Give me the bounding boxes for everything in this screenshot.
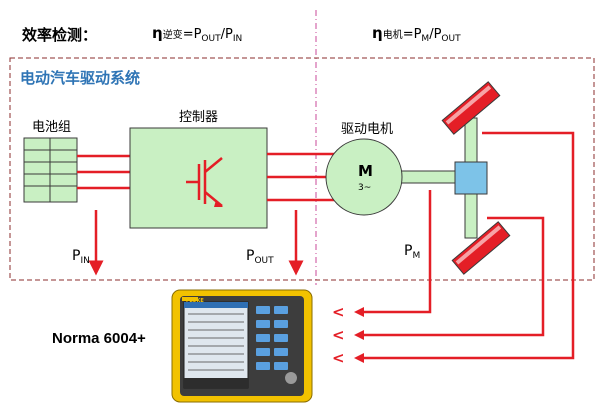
system-title: 电动汽车驱动系统 bbox=[20, 69, 141, 87]
formula-subscript-label: 逆变 bbox=[162, 30, 183, 41]
efficiency-title: 效率检测： bbox=[22, 26, 98, 44]
controller-label: 控制器 bbox=[179, 110, 219, 125]
motor-symbol: M bbox=[358, 162, 373, 180]
battery-pack bbox=[23, 137, 78, 203]
measurement-lines bbox=[362, 131, 575, 360]
wheel-top bbox=[441, 81, 501, 135]
dc-wires bbox=[77, 154, 130, 190]
wheel-bottom bbox=[451, 221, 511, 275]
inverter-efficiency-formula: η逆变=POUT/PIN bbox=[152, 24, 243, 44]
formula-subscript-label: 电机 bbox=[382, 30, 403, 41]
pin-label: PIN bbox=[72, 248, 90, 266]
eta-symbol: η bbox=[372, 24, 383, 42]
eta-symbol: η bbox=[152, 24, 163, 42]
battery-label: 电池组 bbox=[32, 120, 72, 135]
analyzer-name: Norma 6004+ bbox=[52, 330, 146, 347]
pout-label: POUT bbox=[246, 248, 274, 266]
igbt-icon bbox=[186, 157, 223, 207]
input-arrow-3: < bbox=[332, 349, 345, 367]
system-boundary bbox=[9, 57, 595, 281]
motor-phase-label: 3~ bbox=[358, 183, 372, 193]
analyzer-brand: FLUKE bbox=[186, 298, 204, 304]
controller-box bbox=[129, 127, 268, 229]
pm-label: PM bbox=[404, 243, 421, 261]
ac-wires bbox=[267, 152, 346, 202]
motor-efficiency-formula: η电机=PM/POUT bbox=[372, 24, 461, 44]
gearbox bbox=[454, 161, 488, 195]
motor-label: 驱动电机 bbox=[341, 122, 394, 137]
input-arrow-1: < bbox=[332, 303, 345, 321]
power-analyzer-device bbox=[171, 289, 313, 403]
input-arrow-2: < bbox=[332, 326, 345, 344]
drive-motor bbox=[325, 138, 403, 216]
motor-shaft bbox=[400, 170, 456, 184]
